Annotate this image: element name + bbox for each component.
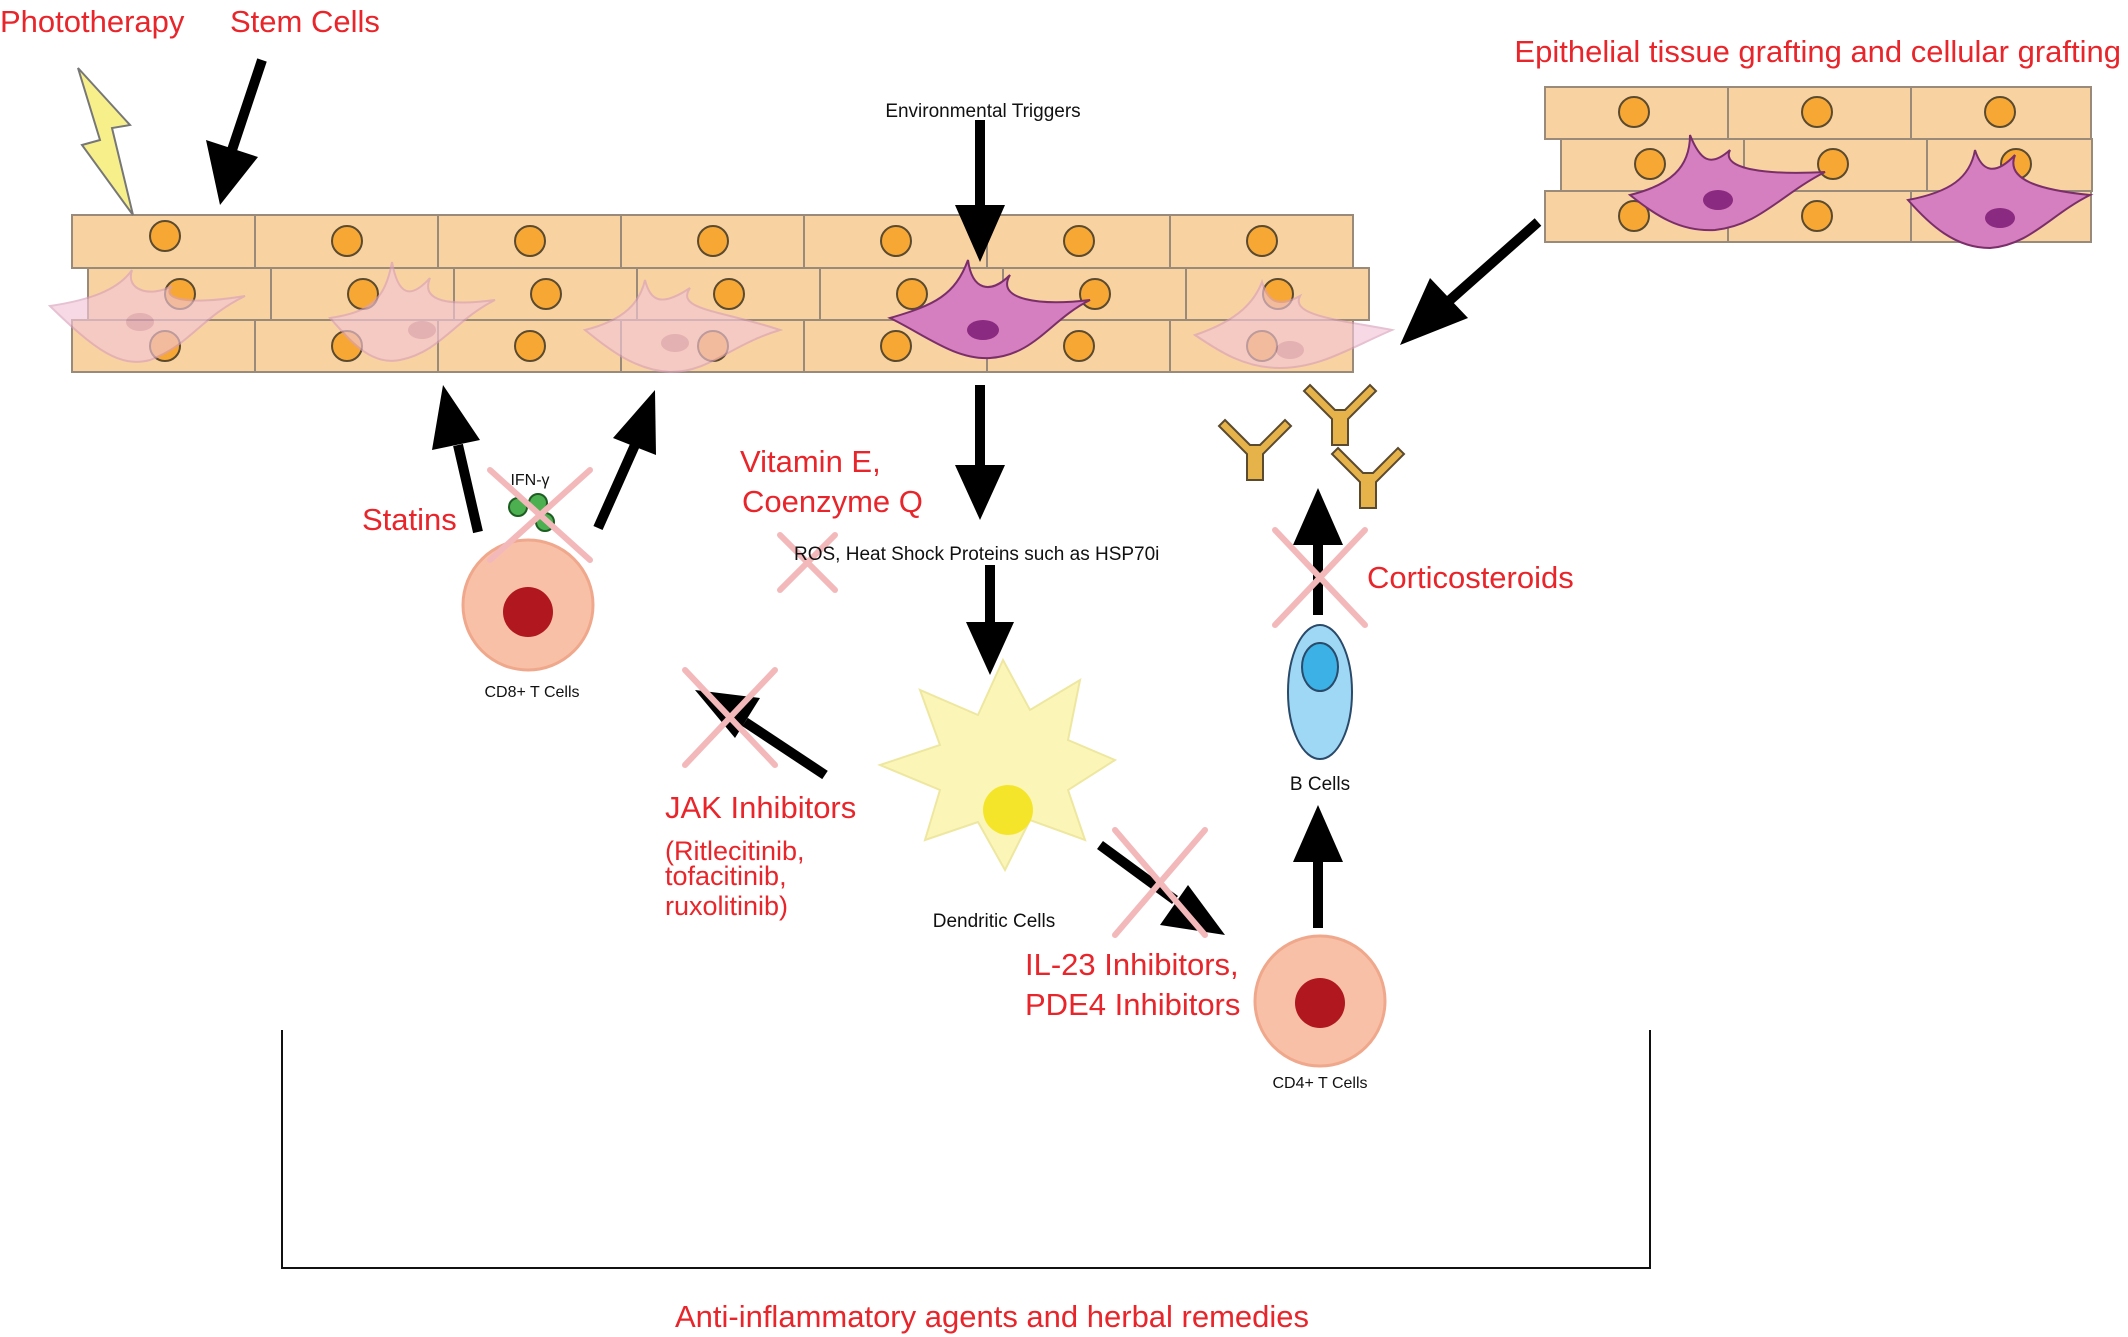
environmental-triggers-label: Environmental Triggers <box>885 101 1080 122</box>
b-cell[interactable] <box>1287 624 1353 760</box>
inhibition-crosses <box>487 467 1368 938</box>
antibody-icon <box>1330 446 1406 509</box>
melanocytes <box>47 259 1396 374</box>
melanocyte-faded <box>1192 278 1396 370</box>
jak-drug-1: (Ritlecitinib, <box>665 836 805 866</box>
il23-inhibitors-label: IL-23 Inhibitors, <box>1025 947 1239 982</box>
cd4-t-cells-label: CD4+ T Cells <box>1273 1075 1368 1092</box>
cross-icon <box>487 467 593 563</box>
melanocyte-faded <box>582 279 784 374</box>
cross-icon <box>777 532 838 593</box>
dendritic-cells-label: Dendritic Cells <box>933 911 1055 932</box>
grafting-label: Epithelial tissue grafting and cellular … <box>1514 34 2121 69</box>
melanocyte-active[interactable] <box>887 259 1091 360</box>
jak-drug-2: tofacitinib, <box>665 861 787 891</box>
stem-cells-label: Stem Cells <box>230 4 380 39</box>
melanocyte-graft <box>1627 134 1826 232</box>
antibody-icon <box>1217 418 1293 481</box>
melanocyte-graft <box>1906 149 2094 250</box>
ros-hsp-label: ROS, Heat Shock Proteins such as HSP70i <box>794 544 1159 565</box>
b-cells-label: B Cells <box>1290 774 1350 795</box>
jak-drug-3: ruxolitinib) <box>665 891 788 921</box>
lightning-bolt-icon <box>77 67 134 216</box>
dendritic-cell[interactable] <box>877 657 1118 873</box>
systemic-bracket <box>281 1030 1651 1269</box>
vitamin-e-label: Vitamin E, <box>740 444 881 479</box>
anti-inflammatory-label: Anti-inflammatory agents and herbal reme… <box>675 1299 1309 1334</box>
statins-label: Statins <box>362 502 457 537</box>
antibodies <box>1217 383 1406 509</box>
melanocyte-faded <box>328 261 496 362</box>
cross-icon <box>1112 827 1208 938</box>
coenzyme-q-label: Coenzyme Q <box>742 484 923 519</box>
melanocyte-faded <box>47 269 246 363</box>
jak-inhibitors-label: JAK Inhibitors <box>665 790 856 825</box>
antibody-icon <box>1302 383 1378 446</box>
corticosteroids-label: Corticosteroids <box>1367 560 1574 595</box>
phototherapy-label: Phototherapy <box>0 4 185 39</box>
cross-icon <box>682 667 778 768</box>
cd8-t-cell[interactable] <box>461 538 595 672</box>
graft-tissue <box>1544 86 2094 250</box>
pde4-inhibitors-label: PDE4 Inhibitors <box>1025 987 1240 1022</box>
cross-icon <box>1272 527 1368 628</box>
ifn-gamma-label: IFN-γ <box>510 472 549 489</box>
cd8-t-cells-label: CD8+ T Cells <box>485 684 580 701</box>
cd4-t-cell[interactable] <box>1253 934 1387 1068</box>
